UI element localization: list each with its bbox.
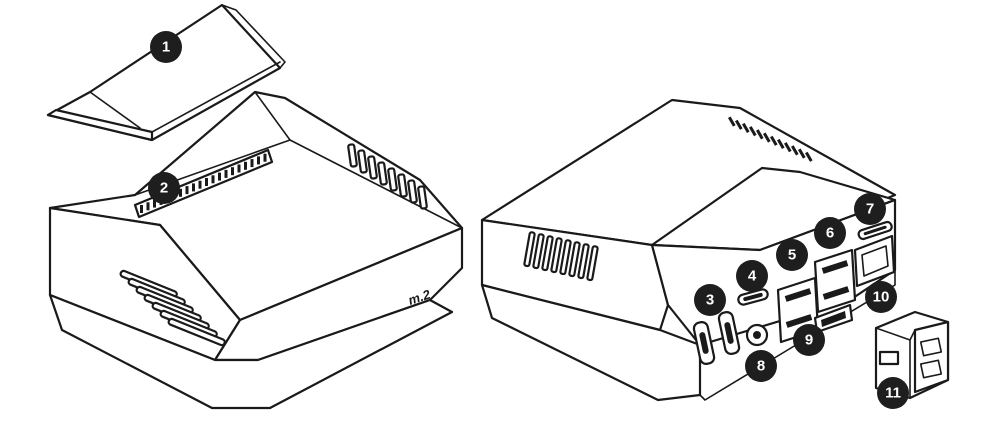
- callout-number: 1: [162, 39, 170, 56]
- callout-8: 8: [745, 350, 777, 382]
- vent-slot: [734, 119, 743, 130]
- vent-slot: [559, 239, 572, 276]
- vent-slot: [798, 148, 806, 159]
- gpio-pin: [179, 188, 182, 197]
- callout-9: 9: [793, 324, 825, 356]
- vent-slot: [784, 142, 792, 153]
- vent-slots-top: [727, 116, 813, 162]
- vent-slot: [749, 126, 757, 137]
- vent-slot: [167, 317, 226, 347]
- callout-5: 5: [776, 239, 808, 271]
- vent-slot: [357, 149, 368, 174]
- callout-badge: [694, 284, 726, 316]
- vent-slot: [541, 235, 554, 272]
- vent-slots-left-side: [523, 231, 599, 282]
- callout-badge: [148, 172, 180, 204]
- vent-slot: [377, 161, 388, 186]
- callout-11: 11: [877, 377, 909, 409]
- top-port-slot: [857, 220, 893, 241]
- usb-adapter-insert: [874, 310, 950, 400]
- gpio-pin: [250, 159, 254, 168]
- callout-4: 4: [736, 260, 768, 292]
- callout-badge: [793, 324, 825, 356]
- gpio-pin: [198, 180, 202, 189]
- vent-slot: [407, 179, 418, 204]
- callout-number: 4: [748, 268, 757, 285]
- gpio-pin: [218, 172, 221, 181]
- vent-slot: [367, 155, 378, 180]
- gpio-pin: [257, 156, 260, 165]
- callout-badge: [865, 281, 897, 313]
- callout-number: 7: [866, 201, 874, 218]
- vent-slot: [763, 132, 771, 143]
- vent-slot: [791, 145, 799, 156]
- micro-hdmi-port-0: [692, 321, 716, 365]
- vent-slot: [550, 237, 563, 274]
- gpio-pin: [211, 175, 215, 184]
- callout-badge: [745, 350, 777, 382]
- callout-7: 7: [854, 193, 886, 225]
- gpio-pin: [231, 167, 234, 176]
- vent-slots-front: [119, 269, 226, 347]
- vent-slot: [777, 138, 785, 150]
- usb-c-port: [737, 288, 769, 306]
- vent-slot: [417, 185, 428, 210]
- vent-slot: [756, 129, 764, 140]
- callout-badge: [854, 193, 886, 225]
- gpio-pin: [237, 164, 241, 173]
- vent-slot: [805, 151, 813, 162]
- callout-1: 1: [150, 31, 182, 63]
- vent-slot: [586, 245, 599, 282]
- callout-3: 3: [694, 284, 726, 316]
- case-body-open: m.2: [48, 90, 464, 410]
- top-lid: [46, 3, 286, 142]
- gpio-pin: [146, 202, 150, 211]
- callout-10: 10: [865, 281, 897, 313]
- vent-slot: [577, 243, 590, 280]
- micro-hdmi-port-1: [717, 311, 741, 355]
- callout-badge: [776, 239, 808, 271]
- vent-slot: [397, 173, 408, 198]
- audio-jack: [745, 323, 769, 347]
- gpio-pin: [244, 161, 247, 170]
- callout-number: 9: [805, 332, 813, 349]
- callout-number: 2: [160, 180, 168, 197]
- gpio-pin: [205, 178, 208, 186]
- vent-slot: [532, 233, 545, 270]
- case-logo: m.2: [406, 286, 433, 307]
- gpio-pin: [185, 186, 189, 195]
- callout-number: 3: [706, 292, 714, 309]
- callout-number: 8: [757, 358, 765, 375]
- callout-badge: [814, 217, 846, 249]
- callout-6: 6: [814, 217, 846, 249]
- vent-slots-side: [347, 143, 428, 210]
- vent-slot: [769, 135, 778, 146]
- vent-slot: [523, 231, 536, 268]
- gpio-pin: [140, 205, 143, 213]
- gpio-pin: [224, 169, 228, 178]
- vent-slot: [742, 122, 750, 134]
- vent-slot: [568, 241, 581, 278]
- vent-slot: [387, 167, 398, 192]
- callout-badge: [150, 31, 182, 63]
- callout-2: 2: [148, 172, 180, 204]
- callout-badge: [877, 377, 909, 409]
- vent-slot: [727, 116, 736, 127]
- usb-port-stack-b: [813, 248, 857, 314]
- callout-badge: [736, 260, 768, 292]
- ethernet-port: [853, 234, 896, 288]
- callout-number: 6: [826, 225, 834, 242]
- gpio-pin: [192, 183, 195, 192]
- callout-number: 5: [788, 247, 796, 264]
- vent-slot: [347, 143, 358, 168]
- callout-number: 10: [873, 289, 890, 306]
- gpio-pin: [153, 199, 156, 208]
- callout-number: 11: [885, 385, 901, 402]
- case-body-closed: [480, 98, 897, 402]
- callout-layer: 1 2 3 4 5 6 7 8 9 10 11: [148, 31, 909, 409]
- gpio-pin: [263, 153, 267, 162]
